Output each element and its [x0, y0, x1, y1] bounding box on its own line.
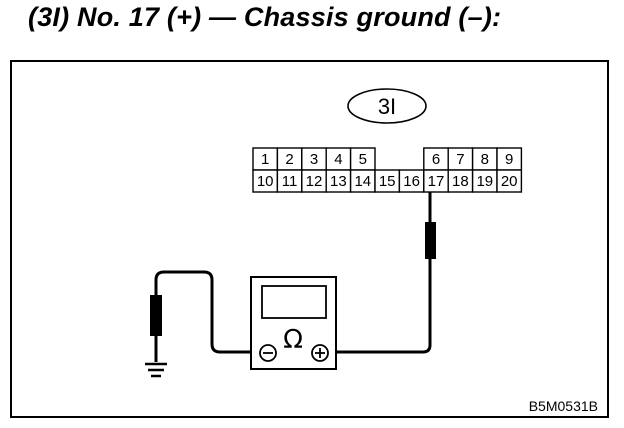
connector-pin-label: 15	[379, 173, 396, 190]
connector-pin-label: 12	[306, 173, 323, 190]
connector-pin-cell	[496, 169, 523, 193]
connector-pin-label: 5	[359, 151, 367, 168]
connector-pin-label: 17	[428, 173, 445, 190]
ohm-symbol: Ω	[283, 325, 303, 355]
positive-wire	[330, 192, 432, 354]
connector-pin-label: 6	[432, 151, 440, 168]
connector-pin-label: 16	[403, 173, 420, 190]
negative-probe	[150, 295, 162, 336]
ohmmeter-display	[261, 285, 327, 319]
page-title: (3I) No. 17 (+) — Chassis ground (–):	[28, 2, 502, 32]
connector-pin-label: 7	[456, 151, 464, 168]
connector-pin-label: 1	[261, 151, 269, 168]
connector-label-text: 3I	[378, 94, 396, 119]
connector-pin-label: 18	[452, 173, 469, 190]
negative-wire	[154, 270, 258, 362]
connector-label: 3I	[347, 88, 427, 124]
figure-code: B5M0531B	[529, 398, 598, 414]
connector-pin-label: 11	[282, 173, 298, 190]
connector-label-ellipse	[347, 88, 427, 124]
connector-pin-label: 20	[501, 173, 518, 190]
connector-pin-label: 8	[481, 151, 489, 168]
connector-pin-label: 10	[257, 173, 274, 190]
positive-terminal-icon	[311, 344, 329, 362]
ohmmeter: Ω	[250, 276, 337, 370]
connector-pin-label: 9	[505, 151, 513, 168]
diagram-frame	[10, 60, 609, 418]
connector-pin-label: 4	[334, 151, 342, 168]
connector-pin-label: 19	[476, 173, 493, 190]
negative-terminal-icon	[259, 344, 277, 362]
ground-symbol	[145, 362, 167, 378]
connector-pin-label: 3	[310, 151, 318, 168]
positive-probe	[425, 222, 436, 259]
connector-pin-label: 2	[285, 151, 293, 168]
connector-pin-label: 13	[330, 173, 347, 190]
connector-pin-label: 14	[354, 173, 371, 190]
